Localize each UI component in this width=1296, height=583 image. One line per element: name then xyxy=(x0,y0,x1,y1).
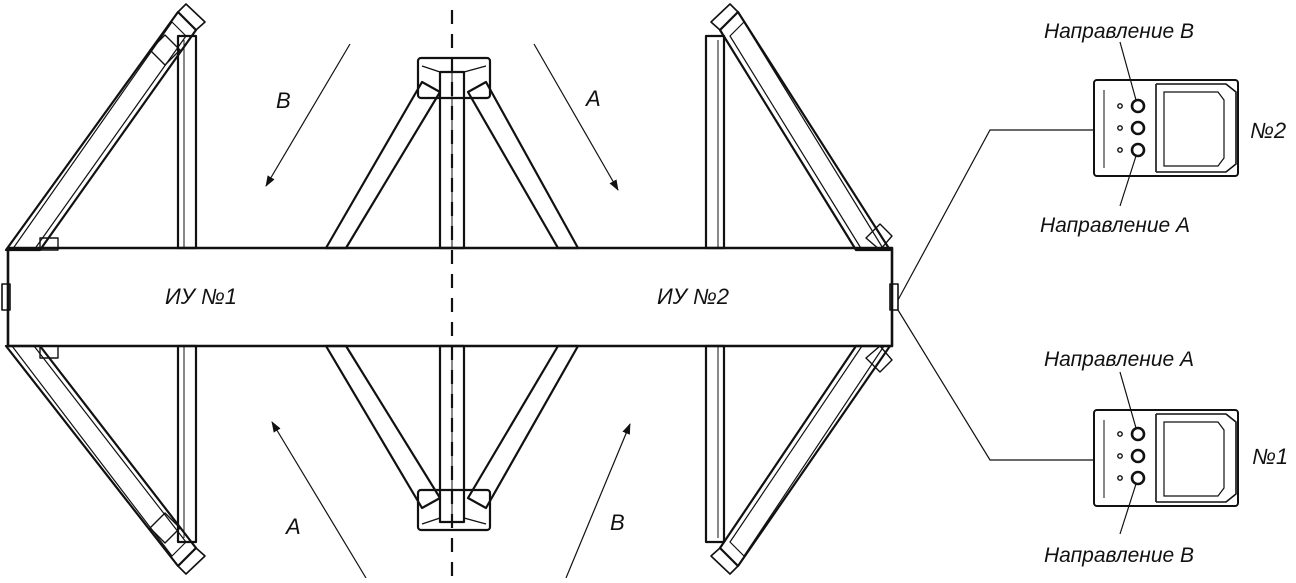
main-beam xyxy=(6,246,894,348)
remote-2-number: №2 xyxy=(1250,118,1286,143)
remote-2-bottom-label: Направление A xyxy=(1040,214,1190,237)
arrow-top-left xyxy=(265,43,351,187)
remote-1-button-middle[interactable] xyxy=(1130,448,1146,464)
remote-1-top-label: Направление A xyxy=(1044,348,1194,371)
right-upper-wing xyxy=(704,3,893,252)
remote-1-bottom-label: Направление B xyxy=(1044,544,1194,567)
cable-remote-2 xyxy=(897,129,1094,301)
remote-2-button-middle[interactable] xyxy=(1130,120,1146,136)
remote-1-button-bottom[interactable] xyxy=(1130,470,1146,486)
remote-1-button-top[interactable] xyxy=(1130,426,1146,442)
left-upper-wing xyxy=(4,3,206,252)
arrow-label-bottom-right: B xyxy=(610,510,625,535)
arrow-label-bottom-left: A xyxy=(284,514,301,539)
arrow-bottom-right xyxy=(565,423,631,579)
arrow-label-top-right: A xyxy=(584,86,601,111)
remote-control-1 xyxy=(1093,409,1239,507)
arrow-top-right xyxy=(533,43,619,191)
arrow-bottom-left xyxy=(271,421,367,579)
cable-remote-1 xyxy=(897,309,1094,461)
device-2-label: ИУ №2 xyxy=(657,284,729,309)
right-lower-wing xyxy=(704,344,893,575)
remote-1-number: №1 xyxy=(1252,444,1288,469)
remote-2-top-label: Направление B xyxy=(1044,20,1194,43)
left-lower-wing xyxy=(4,344,206,575)
arrow-label-top-left: B xyxy=(276,88,291,113)
remote-2-button-bottom[interactable] xyxy=(1130,142,1146,158)
device-1-label: ИУ №1 xyxy=(165,284,237,309)
remote-control-2 xyxy=(1093,79,1239,177)
remote-2-button-top[interactable] xyxy=(1130,98,1146,114)
